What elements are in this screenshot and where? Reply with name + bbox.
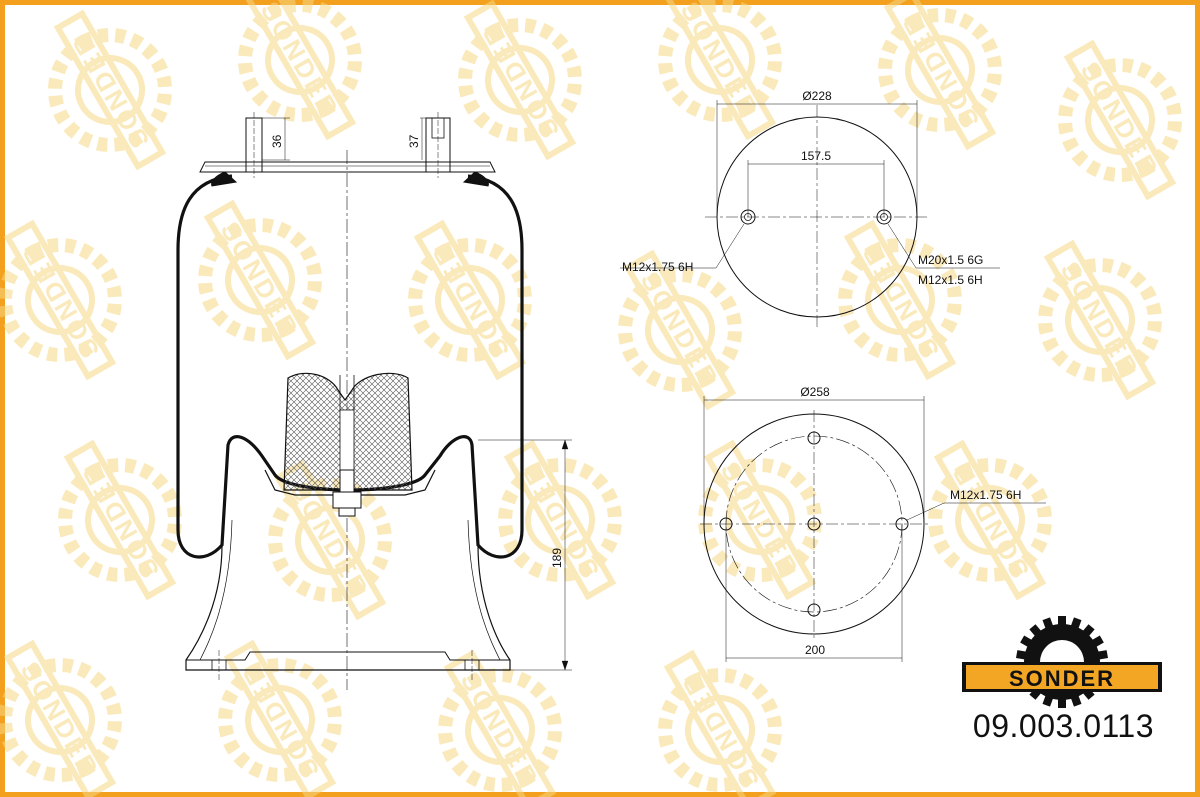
- bottom-plate-diameter: Ø258: [800, 385, 830, 399]
- dim-stud-left: 36: [270, 134, 284, 148]
- dim-height: 189: [550, 548, 564, 568]
- logo-wordmark: SONDER: [1009, 666, 1115, 691]
- top-plate-diameter: Ø228: [802, 89, 832, 103]
- top-plate-thread-left: M12x1.75 6H: [622, 260, 693, 274]
- side-view: [176, 112, 572, 690]
- top-plate-hole-spacing: 157.5: [801, 149, 831, 163]
- top-plate-thread-right-1: M20x1.5 6G: [918, 253, 983, 267]
- bottom-plate-bolt-circle: 200: [805, 643, 825, 657]
- bottom-plate-view: [700, 396, 1046, 662]
- sonder-logo: SONDER: [962, 616, 1162, 708]
- top-plate-thread-right-2: M12x1.5 6H: [918, 273, 983, 287]
- bottom-plate-thread: M12x1.75 6H: [950, 488, 1021, 502]
- top-plate-view: [620, 100, 1000, 330]
- part-number: 09.003.0113: [972, 708, 1154, 744]
- dim-stud-right: 37: [407, 134, 421, 148]
